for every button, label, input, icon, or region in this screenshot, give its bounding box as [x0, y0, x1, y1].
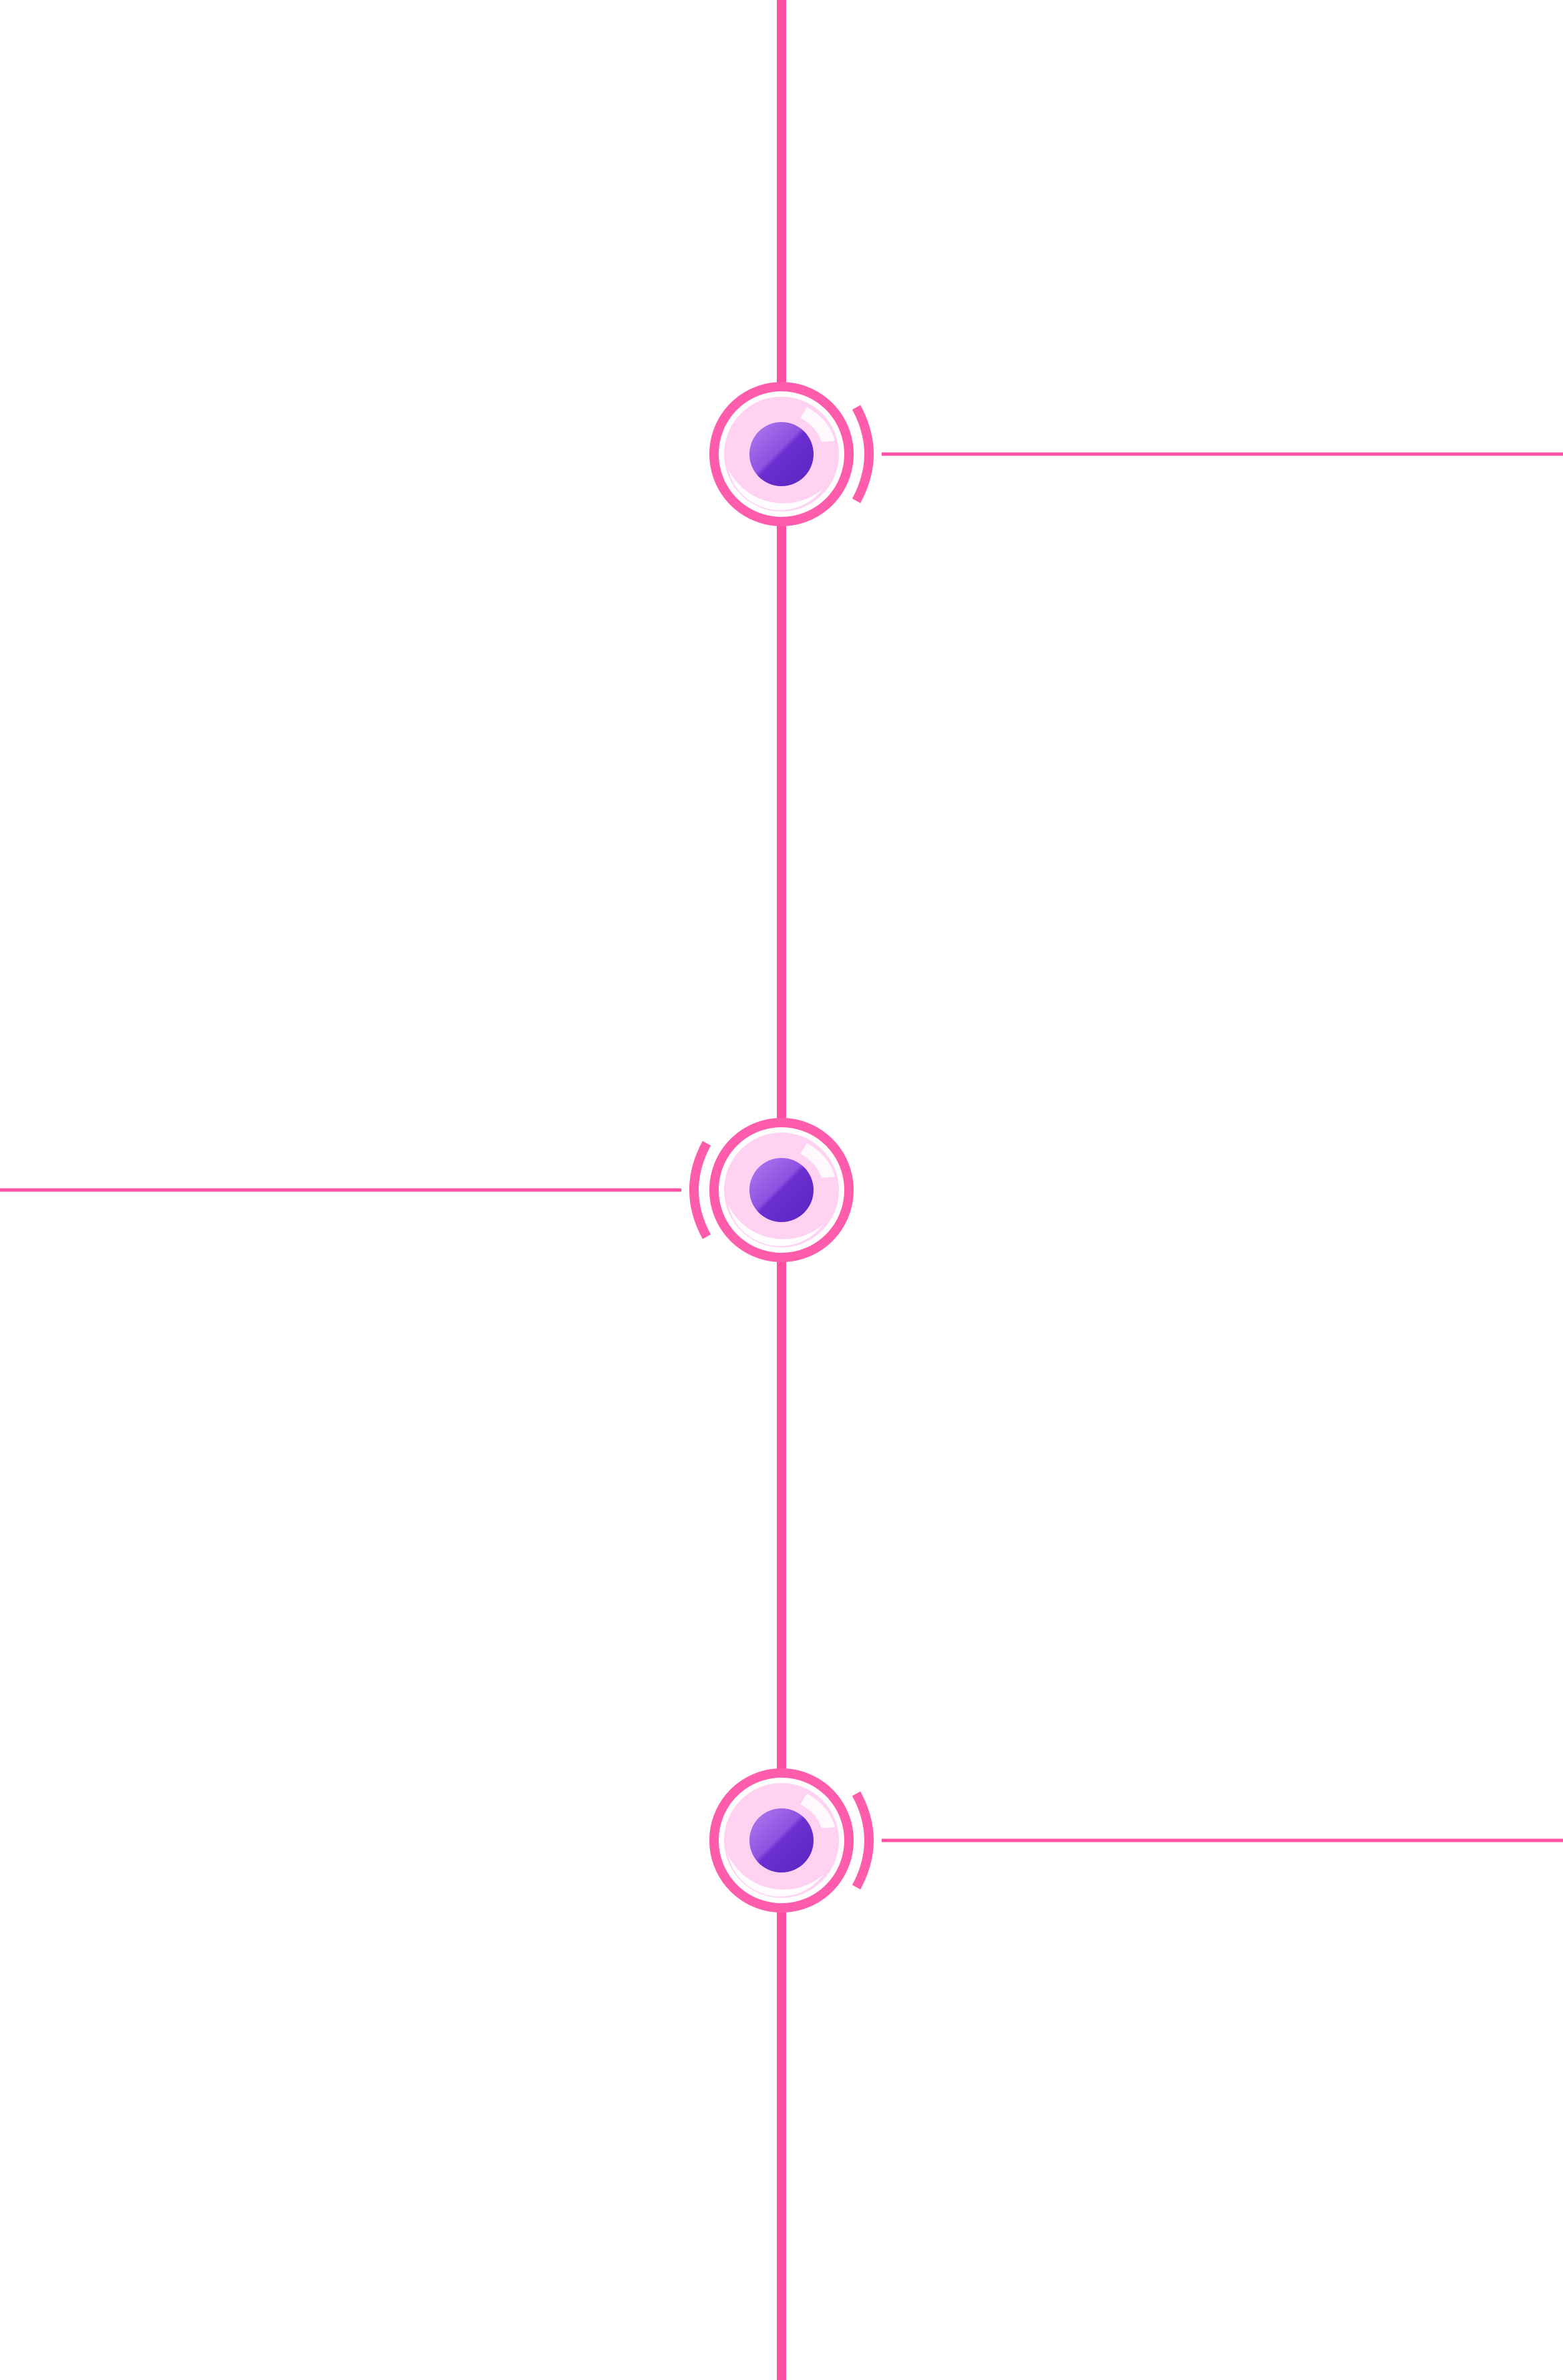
node-dot [749, 1158, 814, 1222]
timeline-node [689, 1118, 854, 1262]
node-bracket-arc [852, 405, 874, 504]
node-dot [749, 422, 814, 486]
node-gloss [728, 1205, 823, 1247]
node-gloss [728, 1855, 823, 1897]
node-gloss [728, 469, 823, 511]
node-dot [749, 1808, 814, 1872]
node-bracket-arc [852, 1791, 874, 1890]
timeline-node [709, 382, 874, 526]
node-highlight [800, 1794, 835, 1828]
timeline-node [709, 1768, 874, 1913]
node-bracket-arc [689, 1141, 711, 1239]
node-highlight [800, 407, 835, 442]
node-highlight [800, 1143, 835, 1178]
